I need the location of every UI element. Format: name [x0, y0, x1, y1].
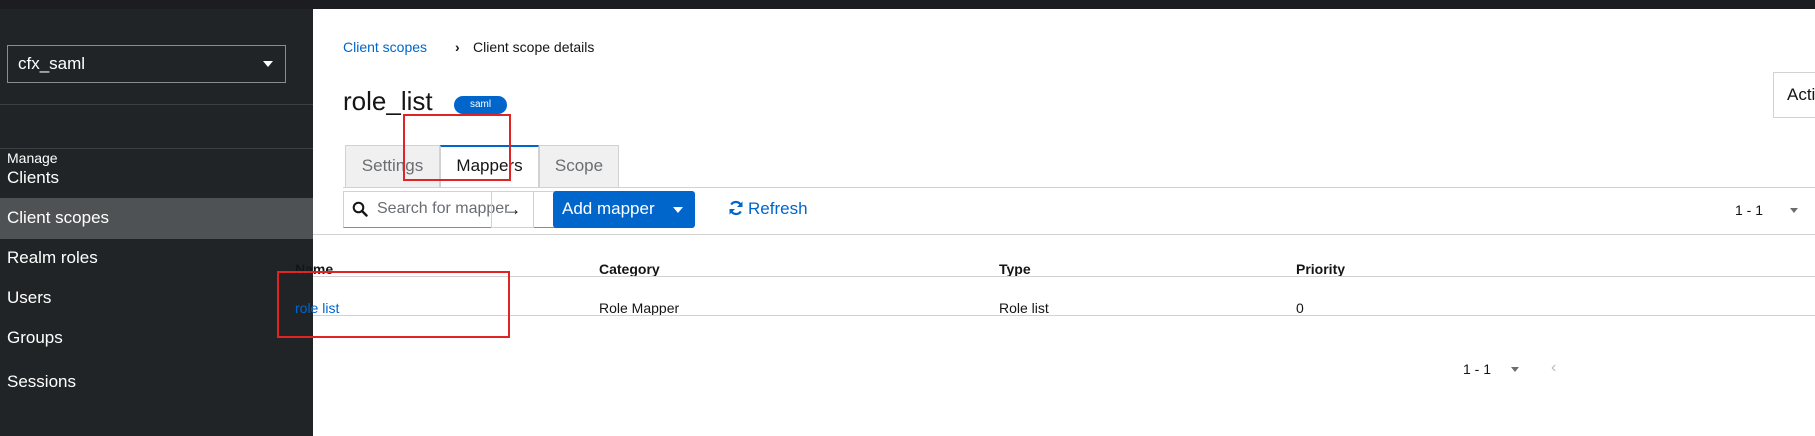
pagination-range: 1 - 1: [1735, 202, 1764, 218]
angle-left-icon[interactable]: ‹: [1551, 359, 1557, 376]
realm-name: cfx_saml: [18, 54, 86, 73]
refresh-label: Refresh: [748, 199, 808, 218]
breadcrumb-client-scopes-link[interactable]: Client scopes: [343, 39, 428, 55]
tab-settings[interactable]: Settings: [345, 145, 440, 187]
action-dropdown-button[interactable]: Action: [1773, 72, 1815, 118]
column-header-name[interactable]: Name: [295, 261, 334, 277]
toolbar-divider: [313, 234, 1815, 235]
search-input[interactable]: Search for mapper: [343, 191, 561, 228]
search-placeholder: Search for mapper: [377, 200, 510, 217]
caret-down-icon: [673, 207, 683, 213]
sidebar-item-label: Sessions: [7, 372, 76, 391]
add-mapper-button[interactable]: Add mapper: [553, 191, 695, 228]
sidebar-item-sessions[interactable]: Sessions: [0, 358, 313, 399]
sidebar-item-label: Groups: [7, 328, 63, 347]
search-submit-button[interactable]: →: [491, 191, 534, 228]
sidebar-item-realm-roles[interactable]: Realm roles: [0, 238, 313, 279]
sidebar-item-label: Users: [7, 288, 52, 307]
column-header-type: Type: [999, 261, 1031, 277]
arrow-right-icon: →: [503, 199, 522, 219]
breadcrumb-current: Client scope details: [473, 39, 595, 55]
caret-down-icon: [1511, 367, 1519, 372]
pagination-toggle[interactable]: 1 - 1: [1735, 202, 1798, 218]
add-mapper-label: Add mapper: [562, 199, 655, 218]
mapper-name-link[interactable]: role list: [295, 300, 340, 316]
mapper-type: Role list: [999, 300, 1049, 316]
sidebar: cfx_saml Manage Clients Client scopes Re…: [0, 9, 313, 436]
tabs-divider: [343, 187, 1815, 188]
sidebar-item-label: Client scopes: [7, 208, 110, 227]
footer-pagination-range: 1 - 1: [1463, 361, 1492, 377]
breadcrumb-separator-icon: ›: [455, 39, 460, 55]
sidebar-item-label: Realm roles: [7, 248, 98, 267]
row-divider: [313, 315, 1815, 316]
masthead-bar: [0, 0, 1815, 9]
sidebar-item-label: Clients: [7, 168, 59, 187]
page-title: role_list: [343, 86, 433, 116]
realm-selector[interactable]: cfx_saml: [7, 45, 286, 83]
sidebar-item-groups[interactable]: Groups: [0, 318, 313, 359]
header-divider: [313, 276, 1815, 277]
search-icon: [352, 201, 368, 217]
sidebar-item-users[interactable]: Users: [0, 278, 313, 319]
caret-down-icon: [1790, 208, 1798, 213]
sidebar-section-title: Manage: [7, 150, 58, 166]
mapper-priority: 0: [1296, 300, 1304, 316]
sidebar-divider: [0, 104, 313, 105]
tab-scope[interactable]: Scope: [539, 145, 619, 187]
tab-mappers[interactable]: Mappers: [440, 145, 539, 188]
sync-icon: [729, 200, 743, 216]
column-header-category: Category: [599, 261, 660, 277]
main-content: Client scopes › Client scope details rol…: [277, 9, 1815, 436]
mapper-category: Role Mapper: [599, 300, 680, 316]
footer-pagination-toggle[interactable]: 1 - 1: [1463, 361, 1519, 377]
protocol-badge: saml: [454, 96, 507, 114]
sidebar-item-clients[interactable]: Clients: [0, 158, 313, 199]
caret-down-icon: [263, 61, 273, 67]
column-header-priority: Priority: [1296, 261, 1346, 277]
sidebar-divider: [0, 148, 313, 149]
sidebar-item-client-scopes[interactable]: Client scopes: [0, 198, 313, 239]
